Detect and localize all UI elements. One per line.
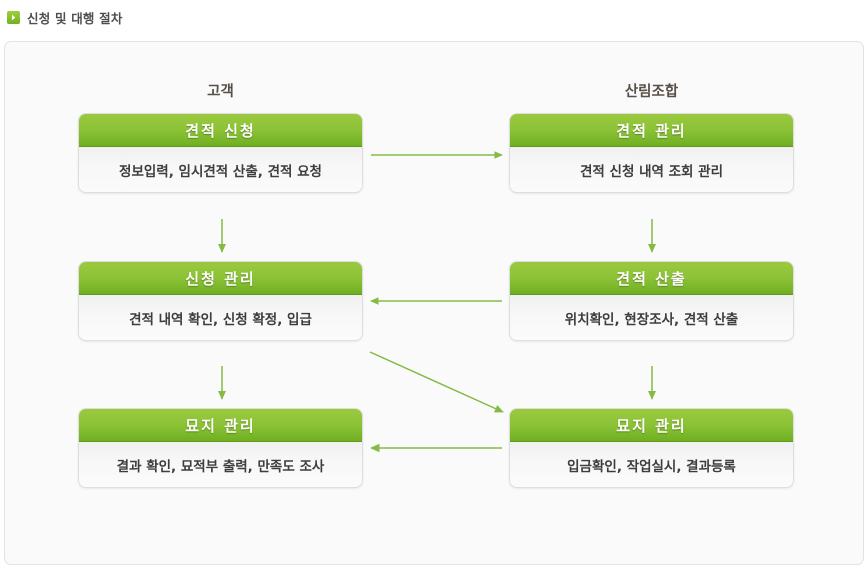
process-box-description: 정보입력, 임시견적 산출, 견적 요청 <box>79 147 362 192</box>
process-box-title: 묘지 관리 <box>79 409 362 442</box>
chevron-right-icon <box>7 10 20 24</box>
process-box-title: 신청 관리 <box>79 262 362 295</box>
process-box-quote-request[interactable]: 견적 신청 정보입력, 임시견적 산출, 견적 요청 <box>78 113 363 193</box>
process-box-title: 견적 관리 <box>510 114 793 147</box>
column-title-forestry-cooperative: 산림조합 <box>624 84 679 100</box>
process-box-description: 입금확인, 작업실시, 결과등록 <box>510 442 793 487</box>
process-box-description: 견적 신청 내역 조회 관리 <box>510 147 793 192</box>
process-box-quote-manage[interactable]: 견적 관리 견적 신청 내역 조회 관리 <box>509 113 794 193</box>
process-box-quote-calc[interactable]: 견적 산출 위치확인, 현장조사, 견적 산출 <box>509 261 794 341</box>
column-title-customer: 고객 <box>207 84 234 100</box>
process-box-description: 견적 내역 확인, 신청 확정, 입급 <box>79 295 362 340</box>
process-box-grave-manage-customer[interactable]: 묘지 관리 결과 확인, 묘적부 출력, 만족도 조사 <box>78 408 363 488</box>
page-header: 신청 및 대행 절차 <box>0 0 868 34</box>
process-box-title: 견적 신청 <box>79 114 362 147</box>
process-box-description: 결과 확인, 묘적부 출력, 만족도 조사 <box>79 442 362 487</box>
process-box-title: 견적 산출 <box>510 262 793 295</box>
process-box-title: 묘지 관리 <box>510 409 793 442</box>
page-title: 신청 및 대행 절차 <box>27 10 123 26</box>
process-box-request-manage[interactable]: 신청 관리 견적 내역 확인, 신청 확정, 입급 <box>78 261 363 341</box>
process-box-description: 위치확인, 현장조사, 견적 산출 <box>510 295 793 340</box>
process-box-grave-manage-coop[interactable]: 묘지 관리 입금확인, 작업실시, 결과등록 <box>509 408 794 488</box>
